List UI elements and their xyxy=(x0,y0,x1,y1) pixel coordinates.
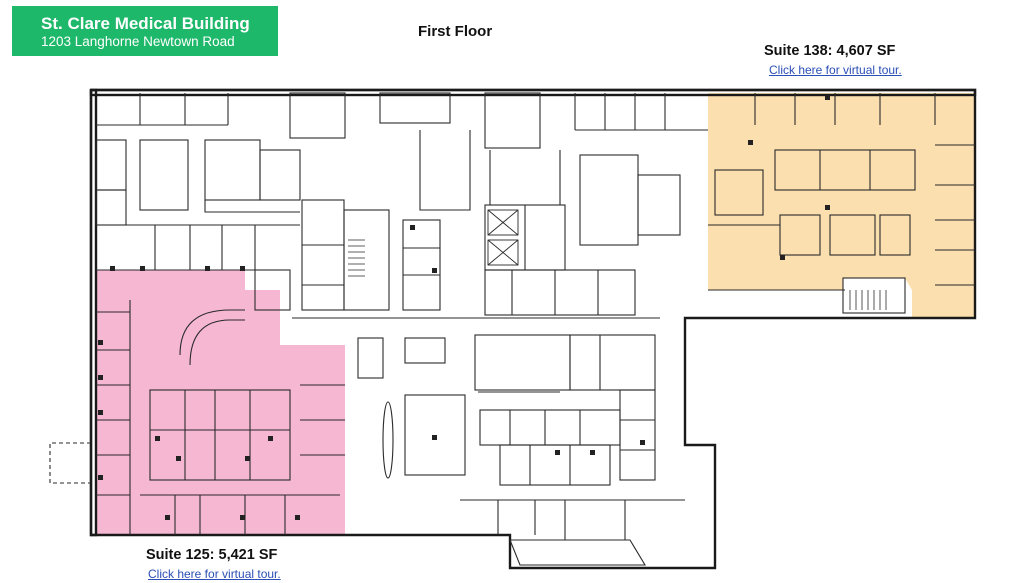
building-name: St. Clare Medical Building xyxy=(41,14,250,33)
floor-title: First Floor xyxy=(418,23,493,40)
building-address: 1203 Langhorne Newtown Road xyxy=(41,34,235,49)
fixtures xyxy=(98,95,830,520)
building-title-box: St. Clare Medical Building 1203 Langhorn… xyxy=(12,6,278,56)
suite-138-tour-link[interactable]: Click here for virtual tour. xyxy=(769,63,902,77)
suite-138-label: Suite 138: 4,607 SF xyxy=(764,43,896,59)
suite-125-tour-link[interactable]: Click here for virtual tour. xyxy=(148,567,281,581)
interior-walls xyxy=(49,92,975,566)
suite-125-label: Suite 125: 5,421 SF xyxy=(146,547,278,563)
elevators xyxy=(487,209,519,266)
suite-125-area[interactable] xyxy=(95,270,345,535)
building-outline xyxy=(89,88,977,570)
stairs xyxy=(348,239,887,310)
suite-138-area[interactable] xyxy=(708,93,975,318)
